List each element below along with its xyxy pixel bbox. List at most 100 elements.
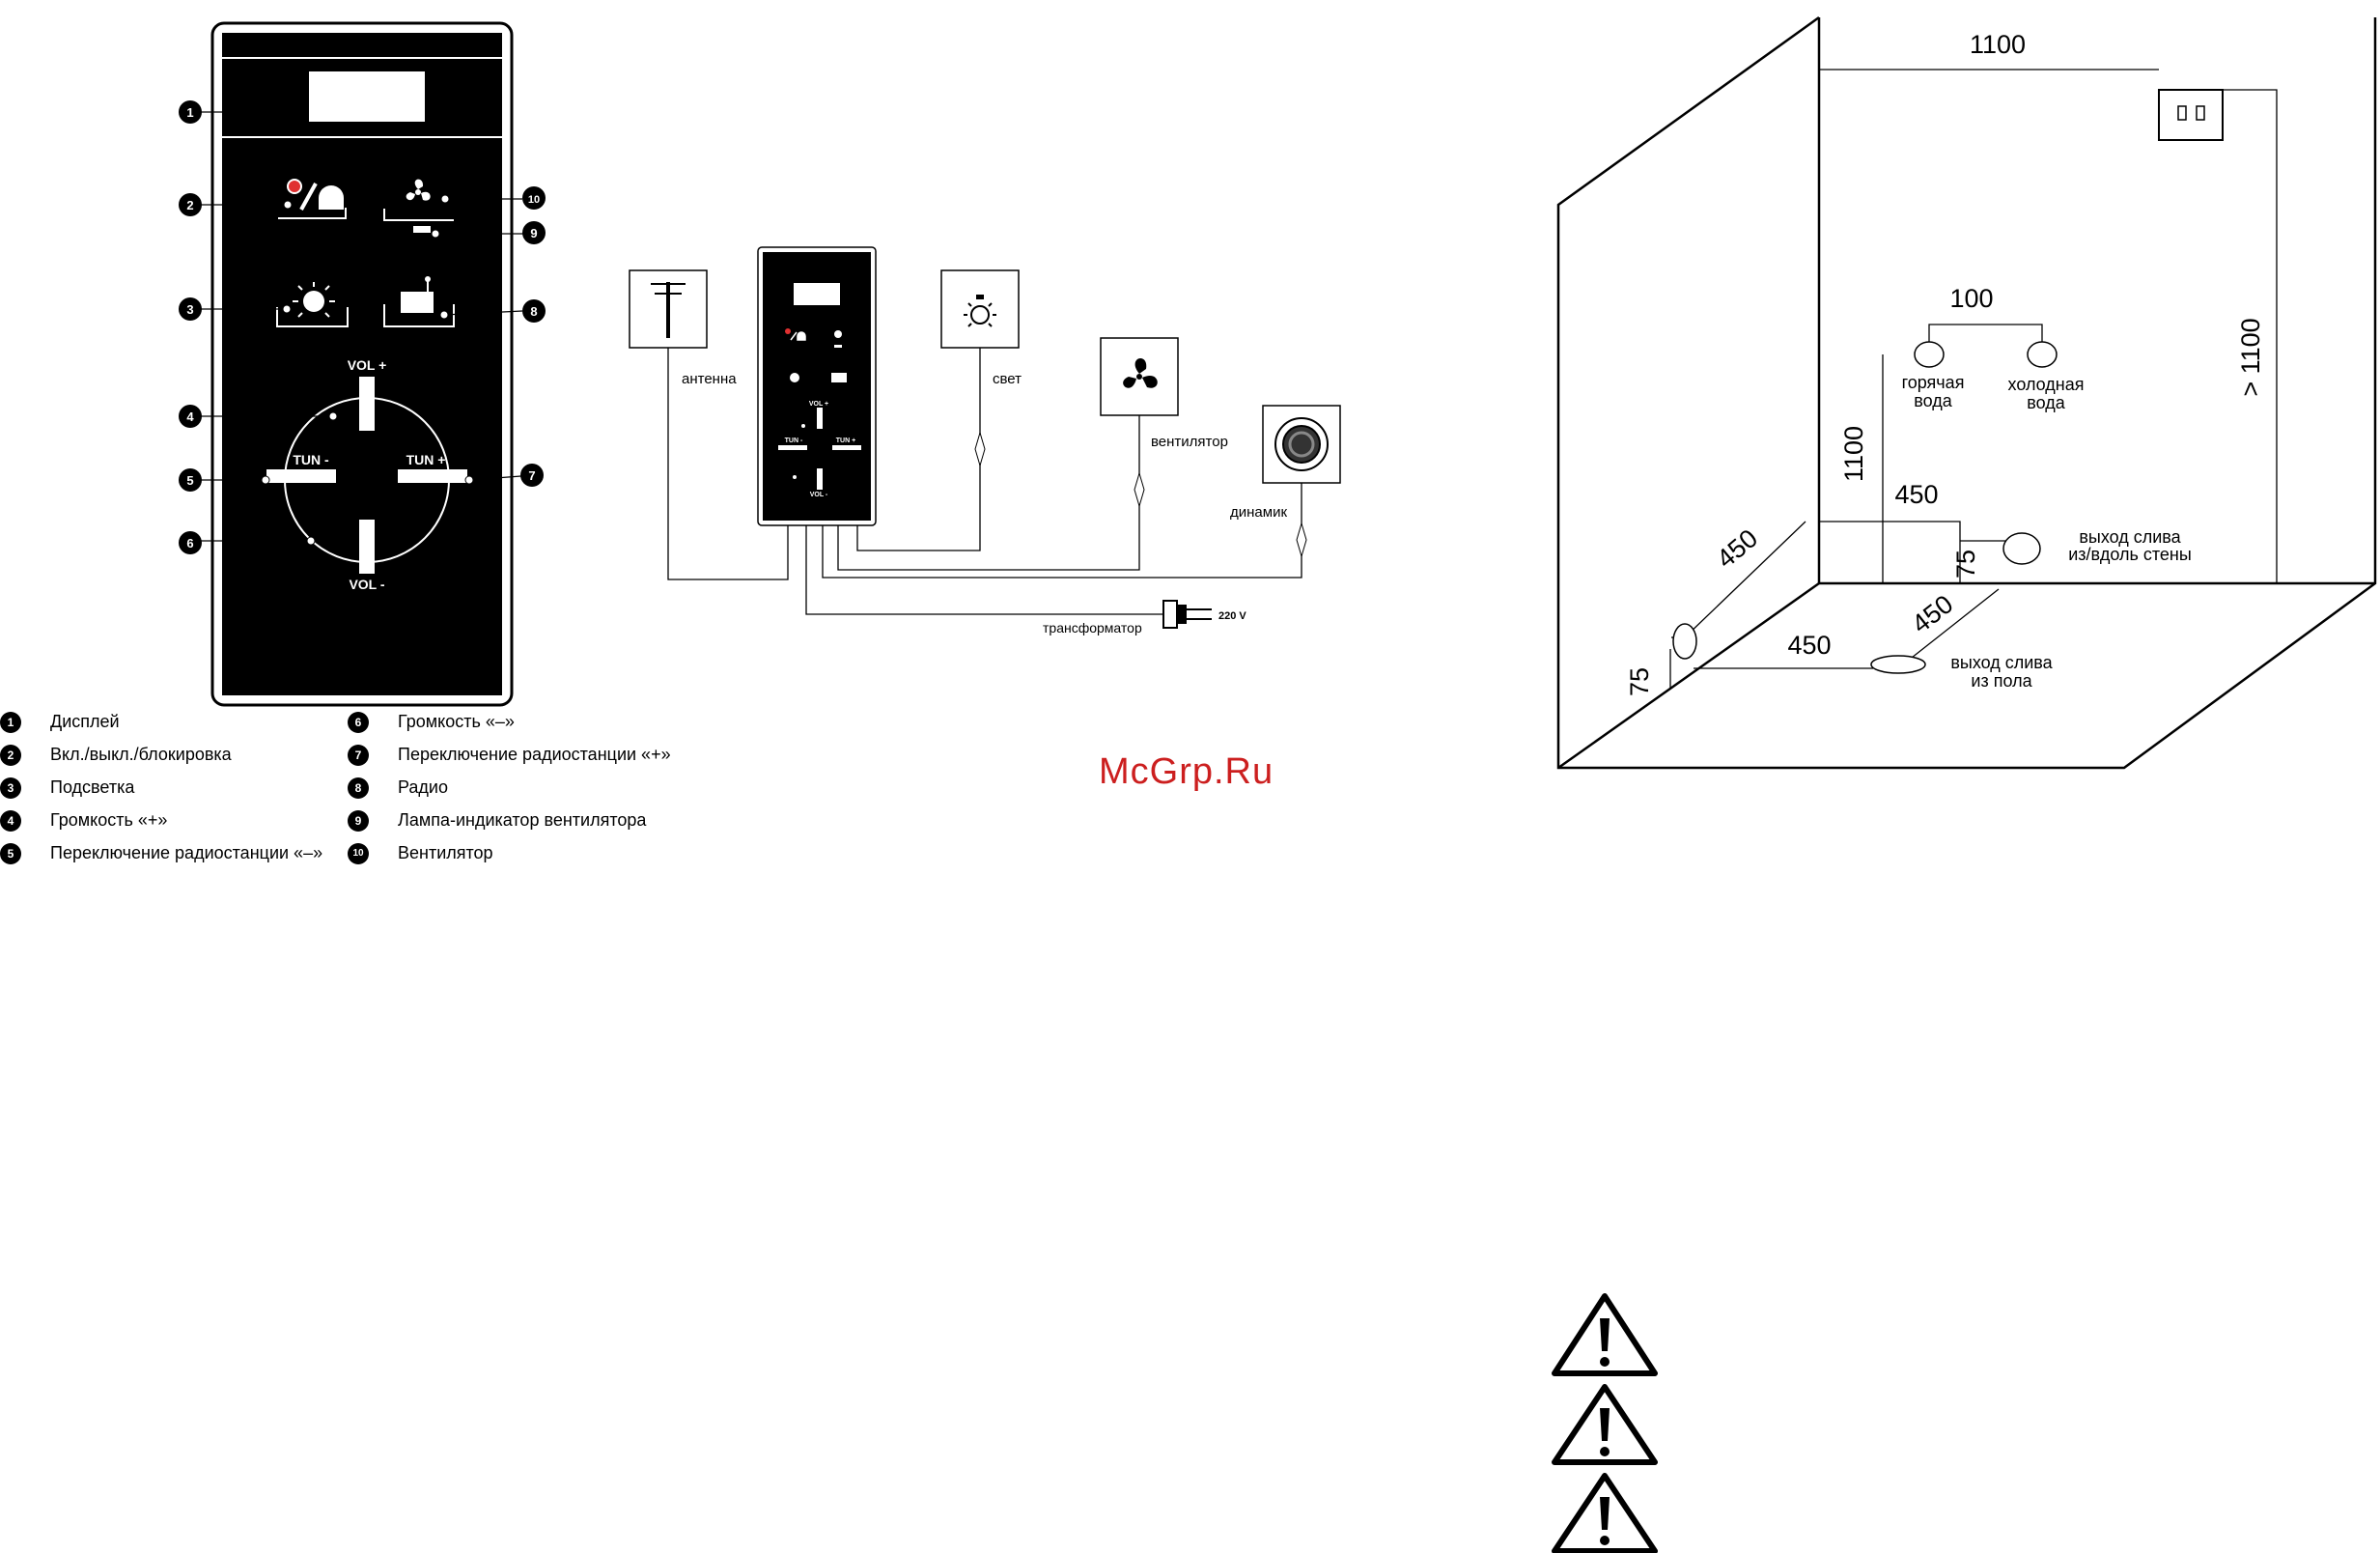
warning-icon	[1552, 1293, 1658, 1376]
mini-vol-minus-label: VOL -	[810, 492, 828, 498]
hot-water-pipe	[1914, 341, 1945, 368]
legend-number: 2	[0, 745, 21, 767]
fan-button-icon[interactable]	[406, 179, 431, 201]
legend-label: Переключение радиостанции «–»	[50, 843, 323, 862]
voltage-label: 220 V	[1218, 610, 1246, 622]
dim-pipes: 100	[1949, 284, 1993, 313]
svg-text:9: 9	[530, 226, 537, 240]
tun-minus-label: TUN -	[293, 452, 329, 467]
wall-drain	[2002, 532, 2041, 565]
warning-icon	[1552, 1384, 1658, 1465]
dim-75-left: 75	[1625, 667, 1654, 696]
control-panel: VOL + VOL - TUN - TUN + 1 2 3 4 5 6 7	[179, 21, 546, 707]
vol-minus-button[interactable]	[359, 520, 375, 574]
legend-number: 9	[348, 810, 369, 833]
fan-label: вентилятор	[1151, 434, 1228, 450]
tun-plus-button[interactable]	[398, 469, 467, 483]
dim-450-floor: 450	[1787, 631, 1831, 660]
mini-tun-plus-label: TUN +	[836, 438, 855, 444]
legend-item: 4 Громкость «+»	[0, 804, 167, 836]
svg-text:5: 5	[186, 473, 193, 488]
legend-item: 7 Переключение радиостанции «+»	[348, 738, 671, 771]
legend-label: Громкость «+»	[50, 810, 168, 830]
room-diagram: 1100 100 горячая вода холодная вода > 11…	[1556, 15, 2377, 770]
display-screen	[309, 71, 425, 122]
mini-tun-minus-label: TUN -	[785, 438, 803, 444]
radio-button-icon[interactable]	[401, 276, 434, 313]
marker-3: 3	[179, 297, 202, 321]
svg-text:1: 1	[186, 105, 193, 120]
svg-text:4: 4	[186, 409, 194, 424]
vol-plus-button[interactable]	[359, 377, 375, 431]
marker-2: 2	[179, 193, 202, 216]
cold-water-label-1: холодная	[2008, 375, 2085, 394]
cold-water-pipe	[2027, 341, 2058, 368]
legend-label: Лампа-индикатор вентилятора	[398, 810, 647, 830]
svg-text:10: 10	[528, 194, 540, 206]
dim-450-floor-diag: 450	[1906, 589, 1958, 638]
wiring-diagram: антенна VOL + VOL - TUN - TUN +	[629, 246, 1341, 635]
legend-item: 5 Переключение радиостанции «–»	[0, 836, 322, 869]
dim-75-wall: 75	[1951, 550, 1980, 579]
speaker-icon	[1274, 417, 1329, 471]
svg-text:6: 6	[186, 536, 193, 551]
legend-number: 5	[0, 843, 21, 865]
legend-number: 8	[348, 777, 369, 800]
drain-floor-label-1: выход слива	[1950, 653, 2053, 672]
legend-label: Вентилятор	[398, 843, 493, 862]
svg-text:7: 7	[528, 468, 535, 483]
tun-plus-label: TUN +	[406, 452, 446, 467]
legend-item: 2 Вкл./выкл./блокировка	[0, 738, 232, 771]
light-button-icon[interactable]	[293, 282, 335, 318]
svg-text:2: 2	[186, 198, 193, 212]
fan-icon	[1123, 358, 1158, 388]
marker-6: 6	[179, 531, 202, 554]
legend-item: 1 Дисплей	[0, 705, 120, 738]
dim-right: > 1100	[2236, 318, 2265, 396]
tun-minus-button[interactable]	[266, 469, 336, 483]
socket-icon	[2158, 89, 2224, 141]
panel-face	[222, 33, 502, 695]
light-box	[940, 269, 1020, 349]
legend-number: 1	[0, 712, 21, 734]
light-bulb-icon	[964, 295, 996, 327]
warning-icon	[1552, 1473, 1658, 1553]
vol-minus-label: VOL -	[349, 577, 384, 592]
legend-label: Подсветка	[50, 777, 135, 797]
drain-wall-label-1: выход слива	[2079, 527, 2181, 547]
vol-plus-label: VOL +	[348, 357, 387, 373]
dim-left-h: 1100	[1839, 426, 1868, 482]
power-lock-icon[interactable]	[287, 179, 344, 211]
svg-text:8: 8	[530, 304, 537, 319]
marker-4: 4	[179, 405, 202, 428]
hot-water-label-1: горячая	[1902, 373, 1965, 392]
legend-label: Вкл./выкл./блокировка	[50, 745, 232, 764]
legend-item: 9 Лампа-индикатор вентилятора	[348, 804, 646, 836]
transformer-plug-icon	[1162, 600, 1212, 629]
watermark: McGrp.Ru	[1099, 751, 1274, 792]
drain-wall-label-2: из/вдоль стены	[2068, 545, 2192, 564]
svg-text:3: 3	[186, 302, 193, 317]
dim-top: 1100	[1970, 30, 2026, 59]
marker-7: 7	[520, 464, 544, 487]
marker-5: 5	[179, 468, 202, 492]
legend-label: Переключение радиостанции «+»	[398, 745, 671, 764]
legend-number: 7	[348, 745, 369, 767]
legend-number: 4	[0, 810, 21, 833]
cold-water-label-2: вода	[2027, 393, 2065, 412]
floor-drain	[1870, 655, 1926, 674]
left-wall-drain	[1672, 623, 1697, 660]
marker-8: 8	[522, 299, 546, 323]
marker-1: 1	[179, 100, 202, 124]
legend-label: Радио	[398, 777, 448, 797]
drain-floor-label-2: из пола	[1971, 671, 2032, 691]
legend-label: Дисплей	[50, 712, 120, 731]
dim-450-wall: 450	[1894, 480, 1938, 509]
light-label: свет	[993, 371, 1022, 387]
dim-450-left: 450	[1711, 523, 1763, 574]
marker-10: 10	[522, 186, 546, 210]
fan-indicator-lamp	[413, 226, 431, 233]
